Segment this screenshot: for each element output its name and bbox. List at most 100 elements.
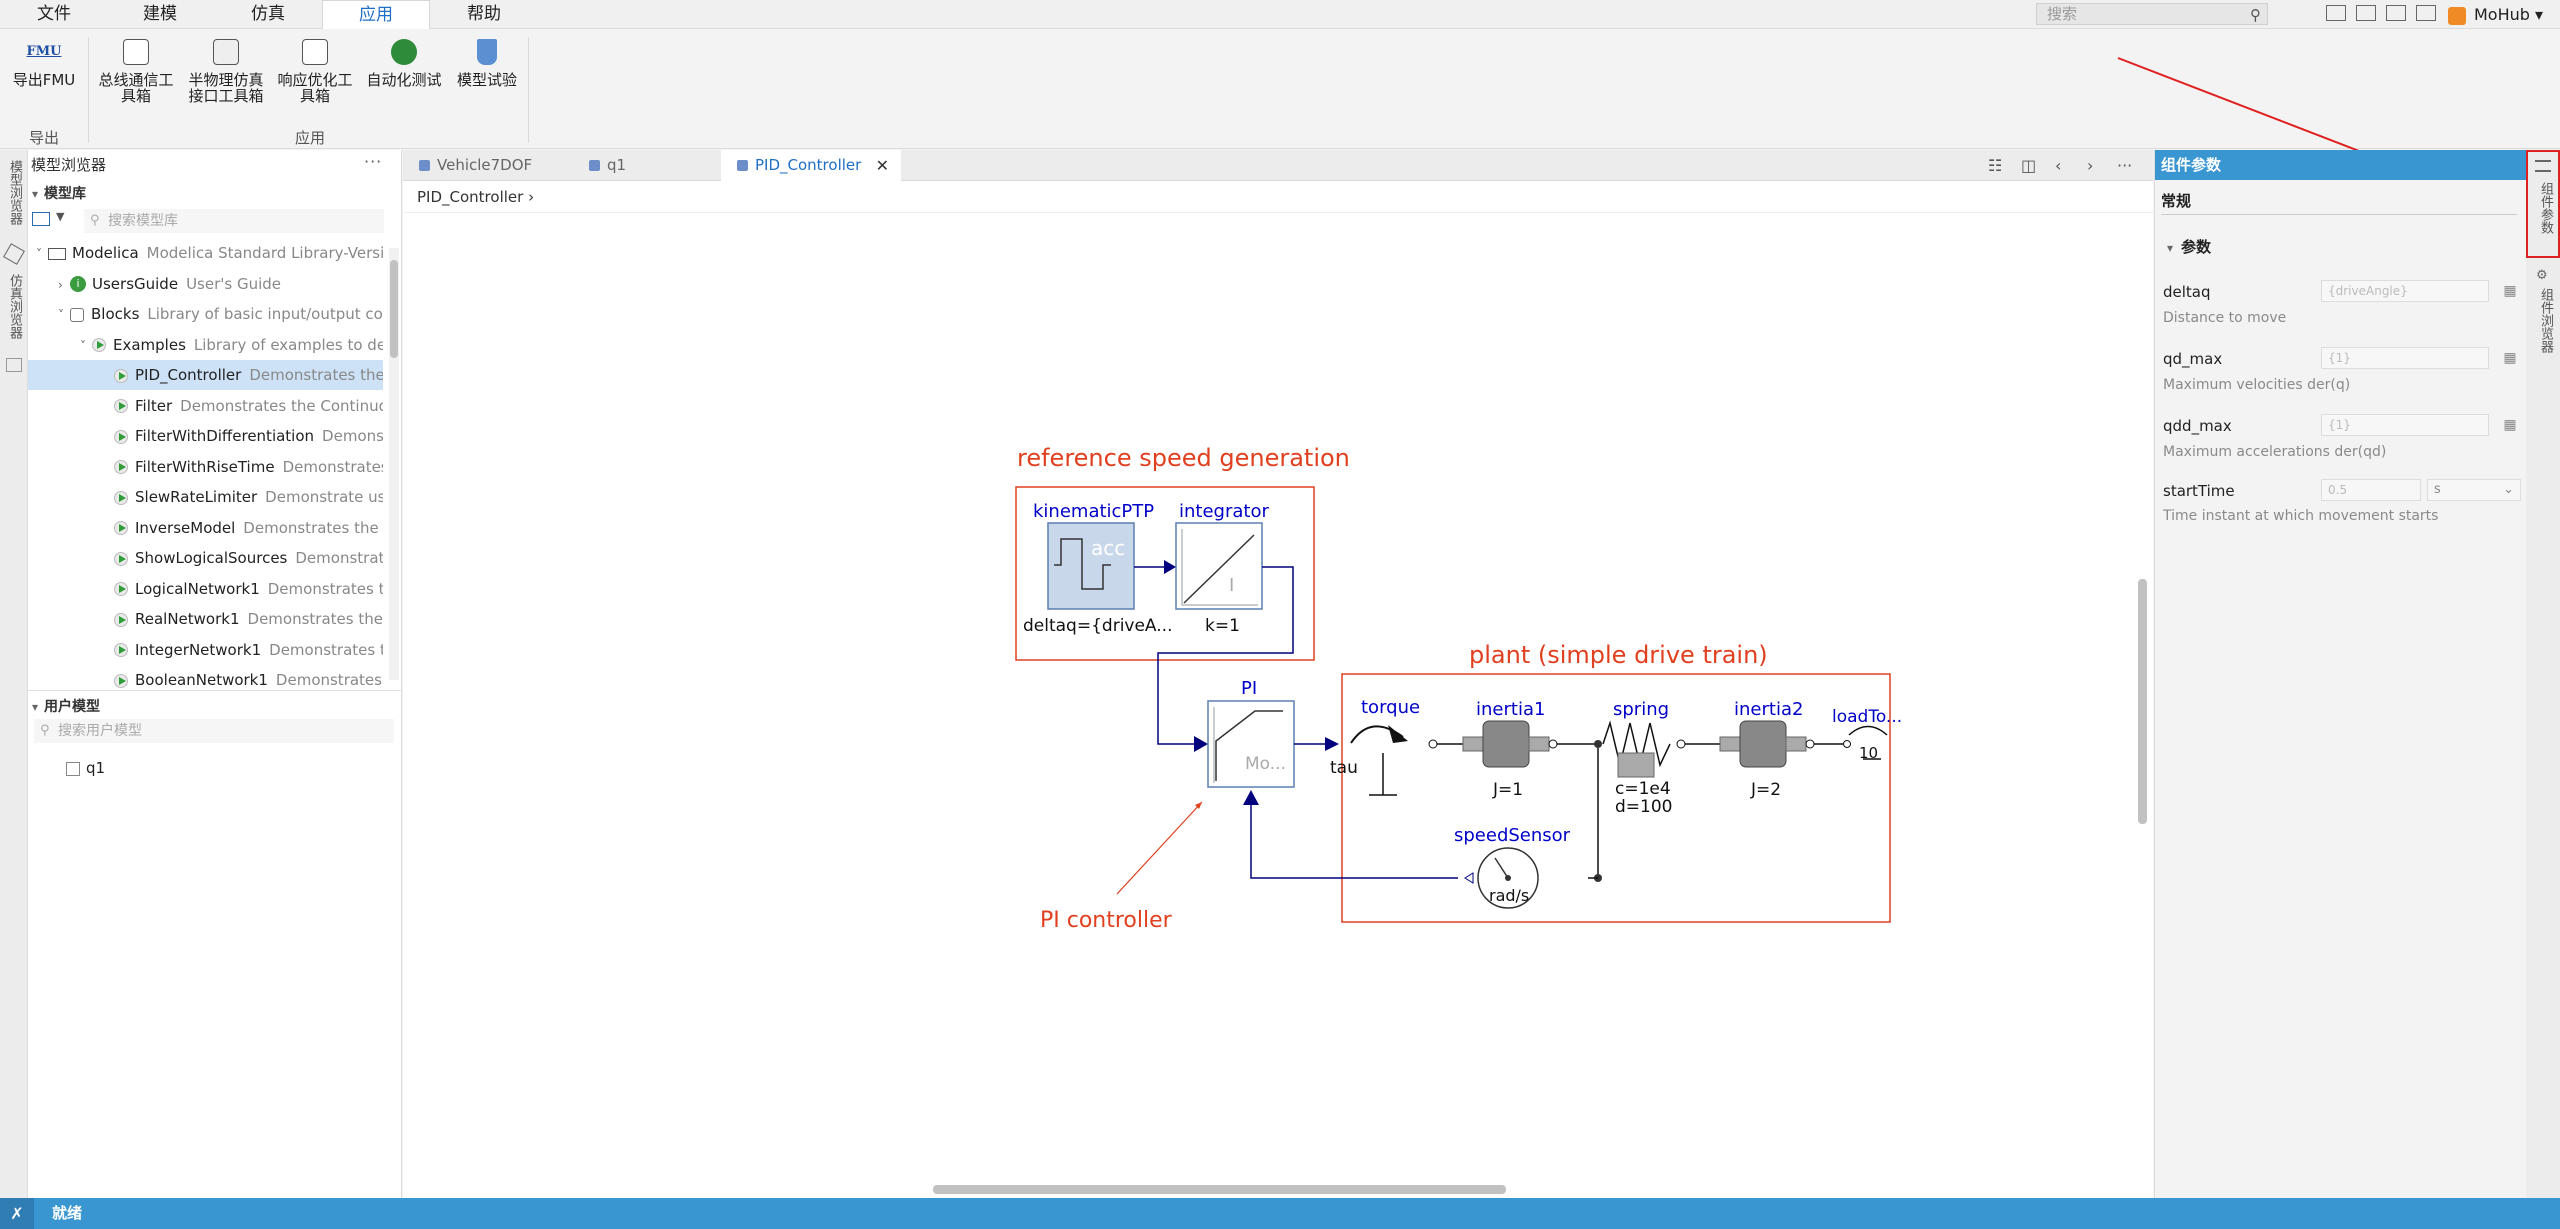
split-view-icon[interactable]: ◫ [2021,156,2037,175]
chevron-right-icon[interactable]: › [58,277,63,292]
canvas-vertical-scrollbar[interactable] [2138,223,2147,1173]
scrollbar-thumb[interactable] [2138,579,2147,824]
tree-item-filterwithdifferentiation[interactable]: FilterWithDifferentiationDemonstr [28,421,383,451]
user-models-section-header[interactable]: ▾用户模型 [32,696,100,716]
tree-item-showlogicalsources[interactable]: ShowLogicalSourcesDemonstrates [28,543,383,573]
params-side-tab[interactable]: 组件参数 [2538,182,2553,234]
layout-bottom-icon[interactable] [2416,5,2436,21]
param-start-time-unit-select[interactable]: s⌄ [2427,479,2521,501]
find-icon[interactable]: ☷ [1988,156,2003,175]
kinematic-ptp-block[interactable]: acc [1047,522,1135,610]
pi-inner-label: Mo... [1245,754,1286,774]
tab-pid-controller[interactable]: PID_Controller ✕ [721,150,901,181]
library-tree-scrollbar[interactable] [389,248,399,680]
component-browser-icon[interactable]: ⚙ [2536,268,2548,283]
user-menu[interactable]: MoHub ▾ [2448,0,2543,29]
menu-simulation[interactable]: 仿真 [251,4,285,24]
search-icon[interactable]: ⚲ [2250,6,2261,24]
response-opt-toolbox-button[interactable]: 响应优化工具箱 [274,39,356,104]
model-browser-side-tab[interactable]: 模型浏览器 [7,160,22,225]
torque-block[interactable] [1350,725,1438,796]
scrollbar-thumb[interactable] [390,260,398,358]
menu-file[interactable]: 文件 [37,4,71,24]
tab-vehicle7dof[interactable]: Vehicle7DOF [403,150,573,181]
chevron-down-icon[interactable]: ˅ [36,247,42,261]
breadcrumb-item[interactable]: PID_Controller [417,188,524,206]
load-torque-block[interactable] [1843,725,1888,760]
param-qd-max-input[interactable]: {1} [2321,347,2489,369]
scrollbar-thumb[interactable] [933,1185,1506,1194]
more-options-icon[interactable]: ··· [364,152,383,171]
bus-comm-toolbox-button[interactable]: 总线通信工具箱 [96,39,176,104]
model-cube-icon [419,160,430,171]
connection-status-icon[interactable]: ✗ [0,1198,34,1229]
param-qdd-max-input[interactable]: {1} [2321,414,2489,436]
inertia1-block[interactable] [1462,720,1558,768]
grid-icon[interactable]: ▦ [2503,350,2517,366]
connection-line [1157,566,1294,745]
chevron-right-icon[interactable]: › [2087,156,2094,175]
speed-sensor-block[interactable] [1477,847,1539,909]
hil-toolbox-button[interactable]: 半物理仿真接口工具箱 [184,39,268,104]
inertia2-block[interactable] [1719,720,1815,768]
param-start-time-input[interactable]: 0.5 [2321,479,2421,501]
sim-browser-side-tab[interactable]: 仿真浏览器 [7,274,22,339]
integrator-block[interactable]: I [1175,522,1263,610]
tab-q1[interactable]: q1 [573,150,723,181]
layout-right-icon[interactable] [2386,5,2406,21]
diagram-canvas[interactable]: reference speed generation plant (simple… [403,213,2153,1198]
pi-block[interactable]: Mo... [1207,700,1295,788]
user-models-search-input[interactable]: ⚲ 搜索用户模型 [34,719,394,743]
chevron-down-icon[interactable]: ˅ [80,338,86,353]
global-search-input[interactable]: 搜索 ⚲ [2036,3,2268,25]
list-icon[interactable] [2535,160,2551,172]
menu-help[interactable]: 帮助 [467,4,501,24]
canvas-horizontal-scrollbar[interactable] [413,1185,2133,1194]
grid-icon[interactable]: ▦ [2503,417,2517,433]
menu-modeling[interactable]: 建模 [143,4,177,24]
chevron-left-icon[interactable]: ‹ [2055,156,2062,175]
close-icon[interactable]: ✕ [875,156,889,175]
more-options-icon[interactable]: ··· [2117,156,2133,175]
library-section-header[interactable]: ▾模型库 [32,183,86,203]
component-browser-side-tab[interactable]: 组件浏览器 [2538,288,2553,353]
tree-item-label: Examples [113,335,186,354]
layout-left-icon[interactable] [2356,5,2376,21]
model-test-button[interactable]: 模型试验 [450,39,524,88]
layout-full-icon[interactable] [2326,5,2346,21]
sim-icon[interactable] [6,358,22,372]
export-fmu-button[interactable]: FMU 导出FMU [6,39,82,88]
layout-switcher [2326,5,2446,23]
cube-icon[interactable] [3,243,25,265]
chevron-down-icon[interactable]: ˅ [58,308,64,322]
params-section-header[interactable]: ▾参数 [2167,236,2211,257]
menu-apps[interactable]: 应用 [322,0,430,29]
library-view-icon[interactable] [32,212,50,226]
library-search-input[interactable]: ⚲ 搜索模型库 [84,209,384,233]
user-model-item-q1[interactable]: q1 [66,753,366,783]
bus-comm-label-2: 具箱 [120,87,151,105]
hil-icon [213,39,239,65]
param-deltaq-input[interactable]: {driveAngle} [2321,280,2489,302]
search-icon: ⚲ [40,723,50,738]
params-tab-general[interactable]: 常规 [2161,192,2192,210]
chevron-down-icon[interactable]: ▼ [56,210,65,223]
editor-tab-bar: Vehicle7DOF q1 PID_Controller ✕ ☷ ◫ ‹ › … [403,150,2153,181]
grid-icon[interactable]: ▦ [2503,283,2517,299]
tab-label: PID_Controller [755,156,862,174]
auto-test-button[interactable]: 自动化测试 [362,39,446,88]
spring-block[interactable] [1602,720,1686,778]
